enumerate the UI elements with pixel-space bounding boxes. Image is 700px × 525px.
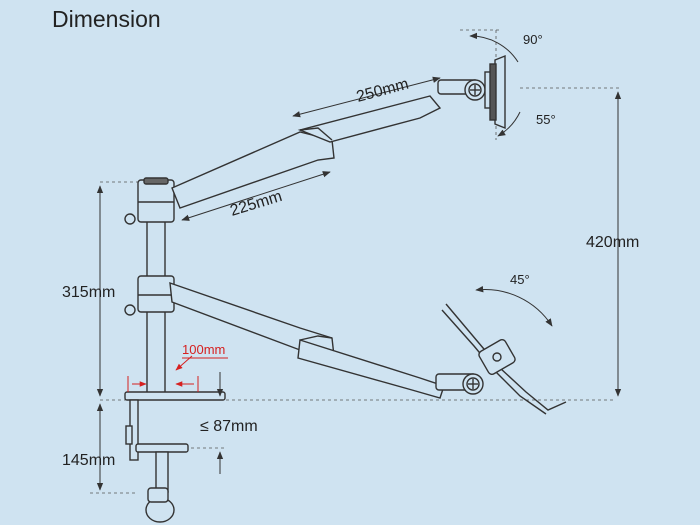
upper-arm-length-label: 250mm bbox=[355, 76, 411, 106]
dimension-arrows bbox=[96, 32, 622, 491]
pole-height-label: 315mm bbox=[62, 284, 115, 301]
desk-clamp bbox=[124, 391, 226, 523]
lower-arm bbox=[169, 281, 567, 415]
lower-arm-length-label: 225mm bbox=[228, 188, 284, 220]
clamp-depth-dimension bbox=[127, 355, 228, 392]
tilt-up-angle-label: 90° bbox=[523, 32, 543, 47]
clamp-thickness-label: ≤ 87mm bbox=[200, 418, 258, 435]
tilt-down-angle-label: 55° bbox=[536, 112, 556, 127]
clamp-height-label: 145mm bbox=[62, 452, 115, 469]
diagram-title: Dimension bbox=[52, 6, 161, 32]
total-height-label: 420mm bbox=[586, 234, 639, 251]
mount-pole bbox=[124, 177, 175, 397]
clamp-depth-label: 100mm bbox=[182, 342, 225, 357]
extension-lines bbox=[90, 29, 620, 494]
tray-tilt-angle-label: 45° bbox=[510, 272, 530, 287]
upper-arm bbox=[171, 54, 506, 209]
